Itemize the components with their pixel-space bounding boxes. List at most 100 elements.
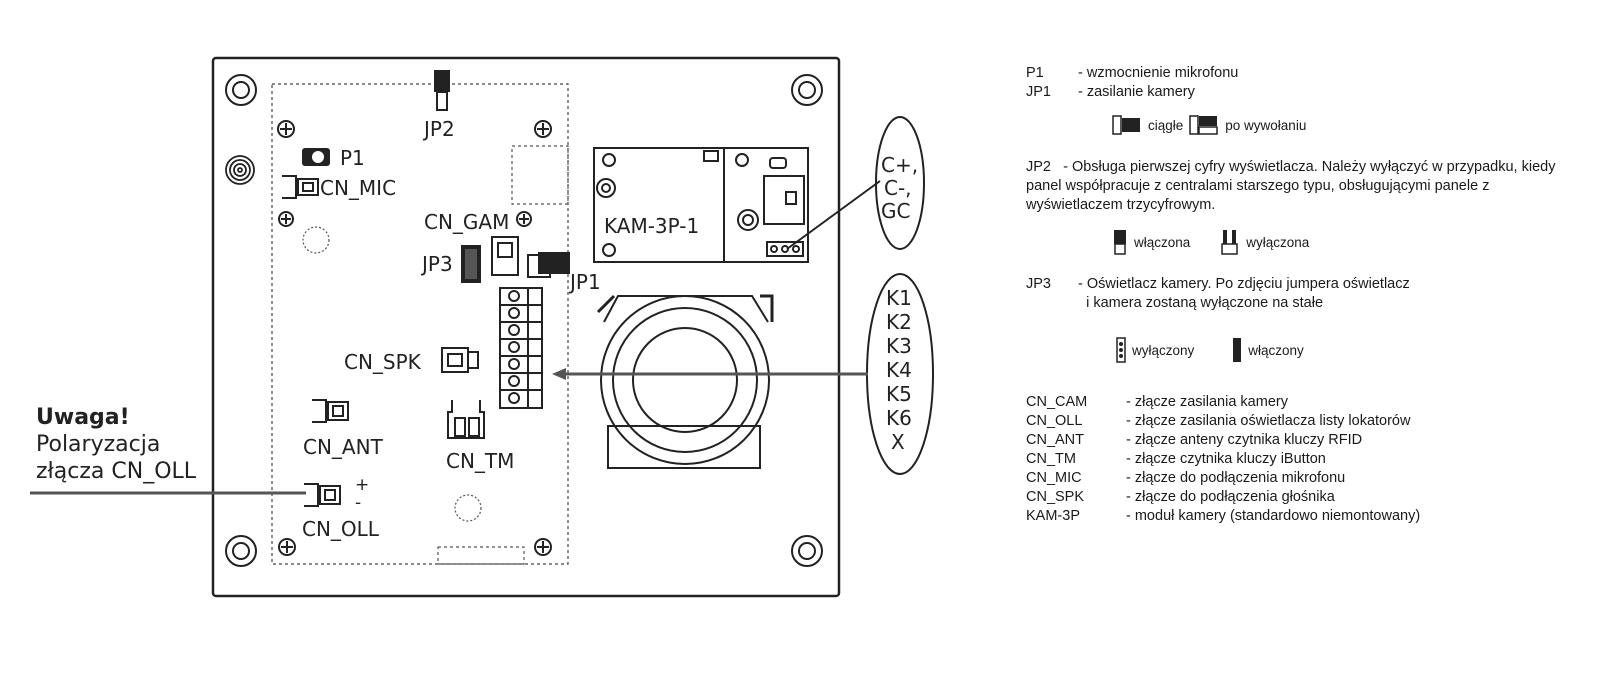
label-oll-minus: - xyxy=(355,493,361,513)
connector-key: CN_SPK xyxy=(1026,489,1085,505)
label-kam-3p-1: KAM-3P-1 xyxy=(604,214,699,238)
label-cn-tm: CN_TM xyxy=(446,449,514,473)
legend-row-jp3: JP3 - Oświetlacz kamery. Po zdjęciu jump… xyxy=(1026,275,1586,313)
connector-key: CN_TM xyxy=(1026,451,1076,467)
mounting-hole-icon xyxy=(225,535,257,567)
connector-key: CN_CAM xyxy=(1026,394,1088,410)
p1-potentiometer-icon xyxy=(302,148,330,166)
jp2-description: - Obsługa pierwszej cyfry wyświetlacza. … xyxy=(1026,159,1556,213)
jp3-option-on: włączony xyxy=(1248,342,1304,358)
screw-icon xyxy=(516,211,532,227)
jp2-option-on: włączona xyxy=(1134,234,1191,250)
polarity-warning: Uwaga! Polaryzacja złącza CN_OLL xyxy=(36,404,196,485)
jp3-options: wyłączony włączony xyxy=(1116,337,1586,363)
jp3-description-1: - Oświetlacz kamery. Po zdjęciu jumpera … xyxy=(1078,276,1410,292)
screw-icon xyxy=(278,538,296,556)
screw-icon xyxy=(534,120,552,138)
warning-title: Uwaga! xyxy=(36,405,130,430)
jp1-option-continuous: ciągłe xyxy=(1148,117,1184,133)
legend-text: JP2 - Obsługa pierwszej cyfry wyświetlac… xyxy=(1026,158,1586,215)
arrow-head-icon xyxy=(552,368,566,380)
camera-callout-line xyxy=(786,180,881,250)
connector-text: - złącze czytnika kluczy iButton xyxy=(1126,451,1326,467)
connector-row: KAM-3P- moduł kamery (standardowo niemon… xyxy=(1026,507,1586,526)
jp2-options: włączona wyłączona xyxy=(1112,229,1586,255)
screw-icon xyxy=(534,538,552,556)
jumper-on-call-icon xyxy=(1189,115,1219,135)
label-cn-spk: CN_SPK xyxy=(344,350,422,374)
connector-row: CN_ANT- złącze anteny czytnika kluczy RF… xyxy=(1026,431,1586,450)
connector-row: CN_MIC - złącze do podłączenia mikrofonu xyxy=(1026,469,1586,488)
mounting-hole-icon xyxy=(791,74,823,106)
dotted-hole xyxy=(454,494,482,522)
jumper-on-icon xyxy=(1114,230,1126,255)
callout-k2: K2 xyxy=(886,310,912,334)
callout-k6: K6 xyxy=(886,406,912,430)
jp2-jumper-icon xyxy=(434,70,450,111)
legend-key: JP1 xyxy=(1026,84,1051,100)
cn-spk-connector-icon xyxy=(441,347,479,373)
legend-row-jp2: JP2 - Obsługa pierwszej cyfry wyświetlac… xyxy=(1026,158,1586,215)
jp3-jumper-icon xyxy=(461,245,481,283)
legend-text: - zasilanie kamery xyxy=(1078,84,1195,100)
board-outline xyxy=(211,56,841,598)
callout-c-minus: C-, xyxy=(884,176,912,200)
legend-row-jp1: JP1 - zasilanie kamery xyxy=(1026,83,1586,102)
callout-k3: K3 xyxy=(886,334,912,358)
connector-row: CN_OLL- złącze zasilania oświetlacza lis… xyxy=(1026,412,1586,431)
legend-text: - Oświetlacz kamery. Po zdjęciu jumpera … xyxy=(1078,275,1586,313)
callout-x: X xyxy=(891,430,905,454)
callout-k4: K4 xyxy=(886,358,912,382)
label-cn-ant: CN_ANT xyxy=(303,435,384,459)
label-cn-cam: CN_GAM xyxy=(424,210,509,234)
label-cn-oll: CN_OLL xyxy=(302,517,380,541)
label-jp3: JP3 xyxy=(420,252,453,276)
connector-text: - złącze do podłączenia mikrofonu xyxy=(1126,470,1346,486)
callout-gc: GC xyxy=(881,199,910,223)
camera-module xyxy=(593,147,809,263)
screw-icon xyxy=(277,120,295,138)
label-p1: P1 xyxy=(340,146,365,170)
jp3-description-2: i kamera zostaną wyłączone na stałe xyxy=(1086,295,1324,311)
pcb-dashed-outline xyxy=(271,83,569,565)
warning-line-2: złącza CN_OLL xyxy=(36,459,197,484)
callout-k1: K1 xyxy=(886,286,912,310)
callout-k5: K5 xyxy=(886,382,912,406)
label-cn-mic: CN_MIC xyxy=(320,176,396,200)
connector-row: CN_CAM - złącze zasilania kamery xyxy=(1026,393,1586,412)
connector-list: CN_CAM - złącze zasilania kamery CN_OLL- … xyxy=(1026,393,1586,526)
dotted-hole xyxy=(302,226,330,254)
callout-c-plus: C+, xyxy=(881,153,918,177)
legend-key: P1 xyxy=(1026,65,1044,81)
connector-text: - złącze anteny czytnika kluczy RFID xyxy=(1126,432,1363,448)
legend-key: JP2 xyxy=(1026,159,1051,175)
cn-oll-connector-icon xyxy=(304,483,341,507)
terminal-block-icon xyxy=(499,287,543,409)
camera-lens-icon xyxy=(596,294,774,469)
jumper-continuous-icon xyxy=(1112,115,1140,135)
jumper-enabled-icon xyxy=(1233,338,1242,362)
cn-ant-connector-icon xyxy=(312,399,349,423)
mounting-hole-icon xyxy=(225,74,257,106)
jp1-jumper-icon xyxy=(527,252,570,278)
label-jp2: JP2 xyxy=(422,117,455,141)
connector-row: CN_SPK- złącze do podłączenia głośnika xyxy=(1026,488,1586,507)
jp1-options: ciągłe po wywołaniu xyxy=(1112,114,1586,136)
connector-row: CN_TM - złącze czytnika kluczy iButton xyxy=(1026,450,1586,469)
cn-mic-connector-icon xyxy=(282,175,319,199)
legend-text: - wzmocnienie mikrofonu xyxy=(1078,65,1239,81)
legend: P1 - wzmocnienie mikrofonu JP1 - zasilan… xyxy=(1026,64,1586,526)
cn-tm-connector-icon xyxy=(447,400,485,439)
label-oll-plus: + xyxy=(355,475,369,495)
jumper-off-icon xyxy=(1221,230,1239,255)
connector-key: CN_MIC xyxy=(1026,470,1082,486)
connector-text: - złącze zasilania kamery xyxy=(1126,394,1288,410)
jp2-option-off: wyłączona xyxy=(1246,234,1310,250)
label-jp1: JP1 xyxy=(568,270,601,294)
jp1-option-on-call: po wywołaniu xyxy=(1225,117,1307,133)
legend-row-p1: P1 - wzmocnienie mikrofonu xyxy=(1026,64,1586,83)
cn-cam-connector-icon xyxy=(491,236,519,276)
connector-text: - moduł kamery (standardowo niemontowany… xyxy=(1126,508,1421,524)
dashed-area xyxy=(511,145,569,205)
